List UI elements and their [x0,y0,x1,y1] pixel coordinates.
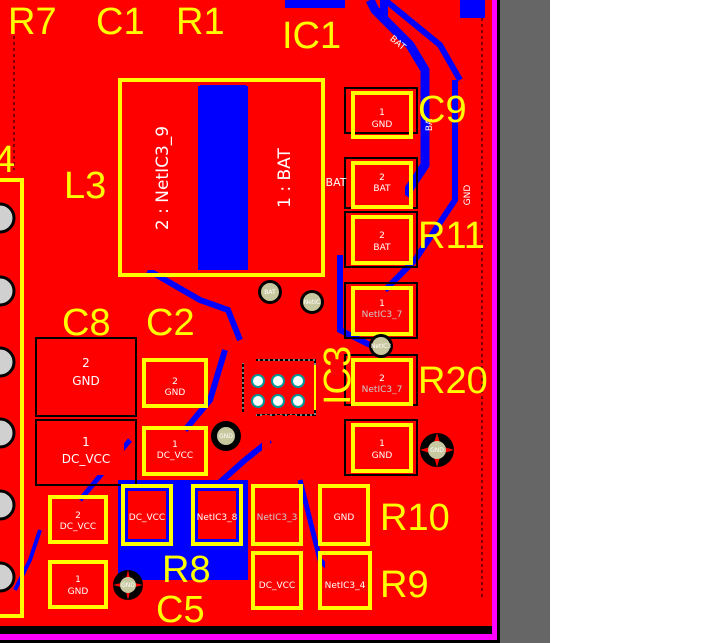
via-netic3-label: NetIC3 [371,343,391,350]
c9-component[interactable]: 1 GND 2 BAT [351,91,413,209]
via-bat[interactable]: BAT [258,280,282,304]
board-edge-bottom [0,634,497,640]
via-bat-label: BAT [264,289,276,296]
via-gnd-bottom-label: GND [121,582,135,589]
r11-pad2-net: BAT [373,243,391,253]
c2-pad2-net: GND [165,388,186,398]
r9-pad-a-net: DC_VCC [259,581,295,591]
net-label-bat-left: BAT [326,176,347,189]
designator-r7: R7 [8,1,57,43]
designator-l3: L3 [64,165,106,207]
designator-r10: R10 [380,497,450,539]
ic3-thermal-vias [251,374,305,408]
ic3-package[interactable] [228,288,343,477]
designator-r20: R20 [418,360,488,402]
c2-component[interactable]: 2 GND 1 DC_VCC [142,358,208,476]
board-edge-right [492,0,497,640]
c5-pad1-number: 1 [75,575,81,585]
r11-component[interactable]: 2 BAT 1 NetIC3_7 [351,215,413,336]
c2-pad2-number: 2 [172,377,178,387]
r9-pad-b-net: NetIC3_4 [325,581,366,591]
r10-pad-a-net: NetIC3_3 [257,513,298,523]
r10-pad-b-net: GND [334,513,355,523]
via-netic3[interactable]: NetIC3 [369,334,393,358]
r9-component[interactable]: DC_VCC NetIC3_4 [251,551,372,610]
l3-pad2-label: 2 : NetIC3_9 [153,126,173,230]
designator-c1: C1 [96,1,145,43]
c2-pad1-number: 1 [172,440,178,450]
c5-pad2-net: DC_VCC [60,522,96,532]
via-netic-label: NetIC [304,299,321,306]
net-label-gnd-right: GND [463,185,473,206]
c8-pad2-net: GND [72,374,100,388]
silkscreen-designators: R7 C1 R1 IC1 C9 L3 R11 C8 C2 IC3 R20 R10… [0,1,488,631]
r8-pad-a-net: DC_VCC [129,513,165,523]
designator-c9: C9 [418,89,467,131]
c8-pad2-number: 2 [82,356,90,370]
c9-pad1-number: 1 [379,108,385,118]
c5-component[interactable]: 2 DC_VCC 1 GND [48,495,108,609]
c9-pad2-number: 2 [379,173,385,183]
designator-r1: R1 [176,1,225,43]
c8-component[interactable]: 2 GND 1 DC_VCC [48,348,124,475]
l3-pad1-label: 1 : BAT [275,148,295,208]
designator-r11: R11 [418,215,485,257]
net-label-bat-right: BA [425,118,435,131]
via-gnd-right[interactable]: GND [420,433,454,467]
c8-pad1-net: DC_VCC [62,452,111,466]
via-gnd-left[interactable]: GND [211,421,241,451]
l3-inductor[interactable]: 2 : NetIC3_9 1 : BAT [118,78,325,277]
c2-pad1-net: DC_VCC [157,451,193,461]
designator-r9: R9 [380,564,429,606]
left-edge-connector[interactable] [0,178,24,618]
via-gnd-right-label: GND [430,447,444,454]
r20-pad2-net: NetIC3_7 [362,385,403,395]
c8-pad1-number: 1 [82,435,90,449]
designator-ic1: IC1 [282,15,341,57]
r20-pad2-number: 2 [379,374,385,384]
r11-pad1-net: NetIC3_7 [362,310,403,320]
designator-c8: C8 [62,302,111,344]
designator-ic3: IC3 [317,346,359,405]
outside-board-area [500,0,550,643]
via-gnd-left-label: GND [219,433,233,440]
r11-pad2-number: 2 [379,231,385,241]
r8-pad-b-net: NetIC3_8 [197,513,238,523]
designator-r8: R8 [162,549,211,591]
via-netic[interactable]: NetIC [300,290,324,314]
r11-pad1-number: 1 [379,299,385,309]
c5-pad2-number: 2 [75,511,81,521]
designator-edge-4: 4 [0,139,15,181]
designator-c5: C5 [156,589,205,631]
designator-c2: C2 [146,302,195,344]
r20-pad1-net: GND [372,451,393,461]
r8-r10-row[interactable]: DC_VCC NetIC3_8 NetIC3_3 GND [121,484,370,546]
r20-component[interactable]: 2 NetIC3_7 1 GND [351,358,413,473]
via-gnd-bottom[interactable]: GND [113,570,143,600]
c9-pad2-net: BAT [373,184,391,194]
c5-pad1-net: GND [68,587,89,597]
c9-pad1-net: GND [372,120,393,130]
r20-pad1-number: 1 [379,439,385,449]
